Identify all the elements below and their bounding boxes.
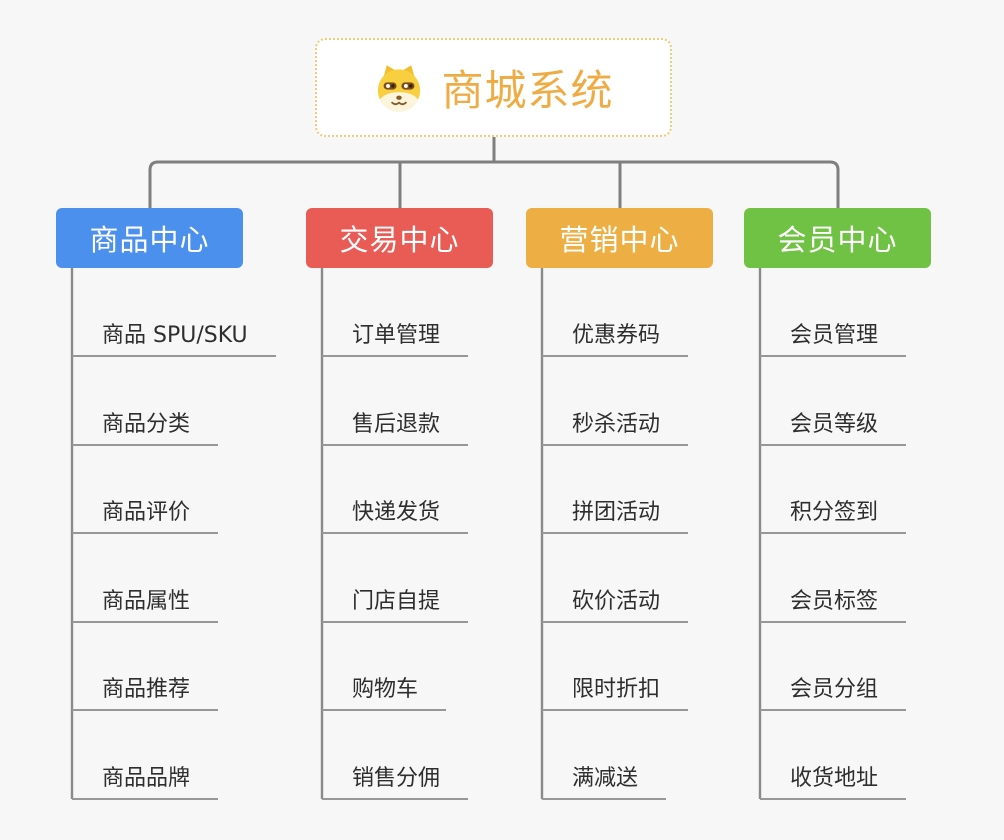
branch-node-label: 会员中心 — [777, 217, 897, 259]
branch-node-label: 交易中心 — [339, 217, 459, 259]
topic-item[interactable]: 满减送 — [542, 762, 666, 800]
topic-item[interactable]: 购物车 — [322, 673, 446, 711]
branch-node-3[interactable]: 营销中心 — [526, 208, 713, 268]
topic-item[interactable]: 积分签到 — [760, 496, 906, 534]
topic-item[interactable]: 秒杀活动 — [542, 408, 688, 446]
topic-item[interactable]: 商品分类 — [72, 408, 218, 446]
topic-item[interactable]: 优惠券码 — [542, 319, 688, 357]
doge-icon — [373, 62, 425, 114]
topic-item[interactable]: 砍价活动 — [542, 585, 688, 623]
topic-item[interactable]: 限时折扣 — [542, 673, 688, 711]
topic-item[interactable]: 快递发货 — [322, 496, 468, 534]
topic-item[interactable]: 售后退款 — [322, 408, 468, 446]
topic-item[interactable]: 会员管理 — [760, 319, 906, 357]
connector-root-to-branches — [150, 137, 838, 208]
branch-node-1[interactable]: 商品中心 — [56, 208, 243, 268]
topic-item[interactable]: 门店自提 — [322, 585, 468, 623]
topic-item[interactable]: 商品品牌 — [72, 762, 218, 800]
branch-node-4[interactable]: 会员中心 — [744, 208, 931, 268]
branch-node-label: 商品中心 — [89, 217, 209, 259]
topic-item[interactable]: 商品推荐 — [72, 673, 218, 711]
branch-node-label: 营销中心 — [559, 217, 679, 259]
topic-item[interactable]: 订单管理 — [322, 319, 468, 357]
topic-item[interactable]: 商品属性 — [72, 585, 218, 623]
topic-item[interactable]: 收货地址 — [760, 762, 906, 800]
topic-item[interactable]: 会员标签 — [760, 585, 906, 623]
topic-item[interactable]: 商品 SPU/SKU — [72, 319, 276, 357]
topic-item[interactable]: 商品评价 — [72, 496, 218, 534]
topic-item[interactable]: 会员分组 — [760, 673, 906, 711]
topic-item[interactable]: 销售分佣 — [322, 762, 468, 800]
branch-node-2[interactable]: 交易中心 — [306, 208, 493, 268]
topic-item[interactable]: 会员等级 — [760, 408, 906, 446]
root-node[interactable]: 商城系统 — [315, 38, 672, 137]
root-title: 商城系统 — [441, 57, 613, 118]
topic-item[interactable]: 拼团活动 — [542, 496, 688, 534]
